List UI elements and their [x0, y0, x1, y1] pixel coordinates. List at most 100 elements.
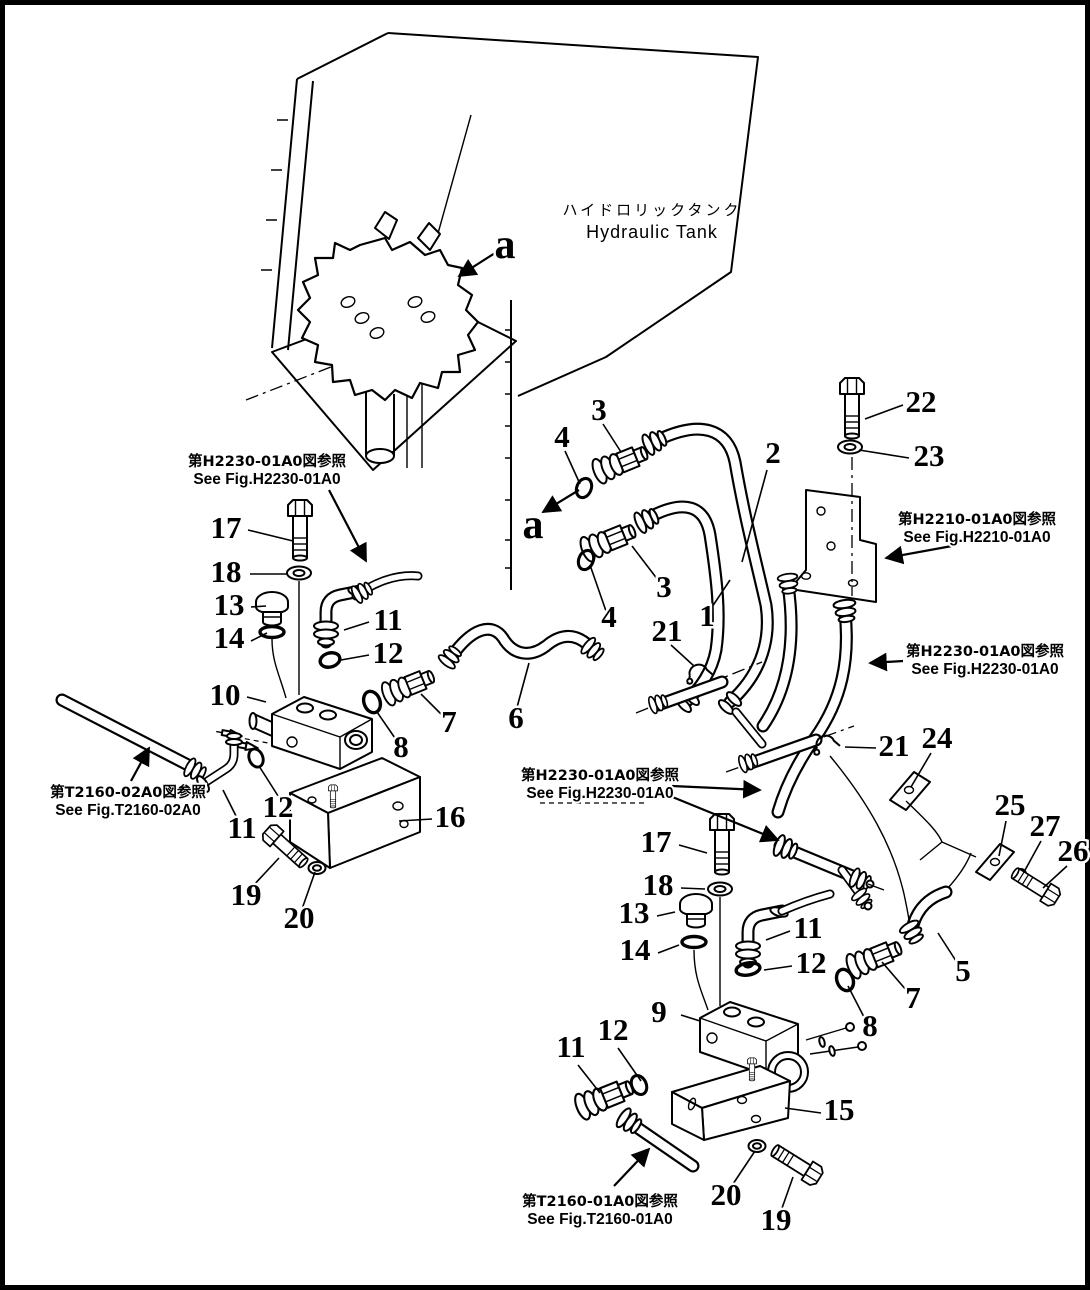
ref-arrow-h2230-center-2 [669, 794, 780, 843]
branch-pipe-assembly [770, 832, 885, 913]
washer-18-left [286, 565, 312, 581]
callout-11: 11 [556, 1029, 585, 1064]
right-small-parts [889, 771, 1064, 909]
right-valve-assembly [671, 813, 867, 1189]
callout-4: 4 [601, 599, 617, 634]
ref-arrow-h2230-center-1 [671, 779, 762, 799]
bolt-17-right [709, 813, 735, 876]
oring-4-lower [574, 546, 598, 574]
hose-5-group [897, 852, 972, 948]
hose-6 [435, 622, 608, 672]
callout-8: 8 [393, 729, 409, 764]
callout-12: 12 [263, 789, 294, 824]
figure-reference-en: See Fig.H2230-01A0 [911, 661, 1058, 678]
figure-reference-en: See Fig.H2210-01A0 [903, 529, 1050, 546]
ref-arrow-h2230-left [328, 489, 367, 563]
oring-12-right [734, 961, 762, 977]
callout-1: 1 [699, 598, 715, 633]
washer-23 [837, 439, 863, 455]
callout-4: 4 [554, 419, 570, 454]
washer-20-left [307, 861, 327, 875]
view-label-a: a [495, 222, 516, 268]
figure-reference-en: See Fig.T2160-01A0 [527, 1211, 673, 1228]
fitting-3-upper [588, 439, 653, 487]
figure-reference-jp: 第H2230-01A0図参照 [188, 452, 346, 470]
ref-arrow-h2230-right [868, 652, 904, 672]
valve-block-10 [214, 696, 373, 770]
callout-6: 6 [508, 700, 524, 735]
callout-7: 7 [441, 704, 457, 739]
figure-reference-jp: 第H2210-01A0図参照 [898, 510, 1056, 528]
ref-arrow-h2210 [884, 544, 953, 565]
hydraulic-tank-outline [245, 32, 759, 590]
oring-14-left [258, 624, 286, 640]
fitting-3-lower [576, 517, 641, 565]
callout-18: 18 [643, 867, 674, 902]
callout-18: 18 [211, 554, 242, 589]
callout-10: 10 [210, 677, 241, 712]
callout-24: 24 [922, 720, 953, 755]
plug-13-right [679, 893, 713, 929]
callout-2: 2 [765, 435, 781, 470]
callout-8: 8 [862, 1008, 878, 1043]
bolt-17-left [287, 499, 313, 562]
ref-arrow-t2160-02a0 [130, 746, 150, 782]
callout-23: 23 [914, 438, 945, 473]
oring-14-right [680, 934, 708, 950]
reference-arrows [130, 252, 953, 1187]
callout-27: 27 [1030, 808, 1061, 843]
callout-14: 14 [620, 932, 651, 967]
callout-13: 13 [619, 895, 650, 930]
callout-12: 12 [796, 945, 827, 980]
callout-12: 12 [598, 1012, 629, 1047]
callout-15: 15 [824, 1092, 855, 1127]
bracket-15 [671, 1057, 791, 1141]
callout-17: 17 [641, 824, 672, 859]
elbow-11-far-left [55, 693, 243, 793]
view-a-arrow-bottom [541, 489, 580, 513]
callout-9: 9 [651, 994, 667, 1029]
bolt-22 [839, 377, 865, 440]
figure-reference-jp: 第H2230-01A0図参照 [906, 642, 1064, 660]
ref-arrow-t2160-01a0 [613, 1147, 651, 1187]
callout-12: 12 [373, 635, 404, 670]
figure-reference-jp: 第T2160-02A0図参照 [50, 783, 206, 801]
figure-reference-jp: 第T2160-01A0図参照 [522, 1192, 678, 1210]
callout-17: 17 [211, 510, 242, 545]
view-label-a: a [523, 502, 544, 548]
figure-reference-jp: 第H2230-01A0図参照 [521, 766, 679, 784]
callout-19: 19 [761, 1202, 792, 1237]
oring-8-left [359, 687, 385, 717]
callout-20: 20 [284, 900, 315, 935]
plug-13-left [255, 591, 289, 627]
control-valve-on-tank [296, 211, 480, 468]
labels-layer: ハイドロリックタンク Hydraulic Tank a a 第H2230-01A0図参照… [48, 201, 1090, 1240]
callout-3: 3 [591, 392, 607, 427]
callout-22: 22 [906, 384, 937, 419]
callout-11: 11 [227, 810, 256, 845]
tank-title-en: Hydraulic Tank [586, 222, 718, 242]
washer-20-right [747, 1139, 767, 1153]
oring-4-upper [572, 474, 596, 502]
callout-26: 26 [1058, 833, 1089, 868]
callout-11: 11 [793, 910, 822, 945]
callout-5: 5 [955, 953, 971, 988]
callout-21: 21 [652, 613, 683, 648]
left-valve-assembly [55, 499, 439, 875]
callout-16: 16 [435, 799, 466, 834]
bolt-19-right [766, 1139, 827, 1189]
fitting-7-right [842, 934, 907, 982]
callout-11: 11 [373, 602, 402, 637]
bracket-16 [289, 757, 421, 869]
hose-runs-with-clips [635, 659, 855, 775]
callout-21: 21 [879, 728, 910, 763]
callout-13: 13 [214, 587, 245, 622]
leader-lines [222, 404, 1068, 1212]
figure-reference-en: See Fig.H2230-01A0 [193, 471, 340, 488]
callout-3: 3 [656, 569, 672, 604]
callout-14: 14 [214, 620, 245, 655]
tank-title-jp: ハイドロリックタンク [562, 201, 741, 219]
